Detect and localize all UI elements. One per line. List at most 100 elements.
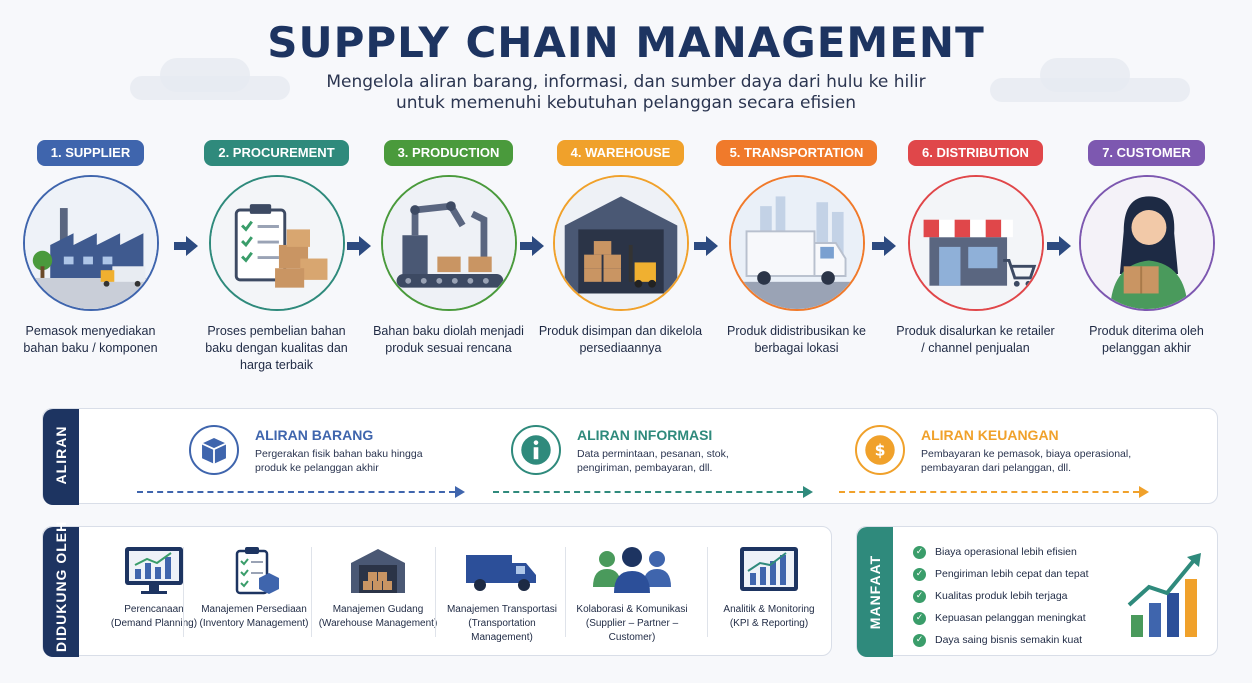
store-icon bbox=[909, 177, 1042, 309]
benefit-text: Biaya operasional lebih efisien bbox=[935, 546, 1077, 558]
step-production: 3. PRODUCTION Bahan baku diolah menjadi … bbox=[366, 140, 531, 357]
flow-description: Pembayaran ke pemasok, biaya operasional… bbox=[921, 448, 1132, 474]
step-label: 3. PRODUCTION bbox=[383, 140, 514, 166]
dollar-coin-icon: $ bbox=[855, 425, 905, 475]
step-circle bbox=[728, 175, 865, 311]
check-icon: ✓ bbox=[913, 633, 926, 647]
truck-icon bbox=[730, 177, 863, 309]
arrow-right-icon bbox=[347, 236, 371, 256]
people-icon bbox=[593, 547, 671, 593]
support-item-subtitle: (Inventory Management) bbox=[199, 618, 309, 629]
support-item-subtitle: (KPI & Reporting) bbox=[729, 618, 809, 629]
cloud-decoration bbox=[990, 78, 1190, 102]
analytics-icon bbox=[740, 547, 798, 591]
step-label: 2. PROCUREMENT bbox=[204, 140, 349, 166]
monitor-chart-icon bbox=[125, 547, 183, 594]
flow-arrow-head bbox=[455, 486, 465, 498]
flow-description: Pergerakan fisik bahan baku hingga produ… bbox=[255, 448, 423, 474]
warehouse-icon bbox=[351, 549, 405, 593]
step-warehouse: 4. WAREHOUSE Produk disimpan dan dikelol… bbox=[538, 140, 703, 357]
benefit-item: ✓ Pengiriman lebih cepat dan tepat bbox=[913, 563, 1089, 585]
page-title: SUPPLY CHAIN MANAGEMENT bbox=[267, 18, 985, 67]
step-label: 6. DISTRIBUTION bbox=[908, 140, 1043, 166]
support-item-warehouse: Manajemen Gudang (Warehouse Management) bbox=[313, 545, 443, 631]
box-icon bbox=[189, 425, 239, 475]
step-circle bbox=[380, 175, 517, 311]
support-item-inventory: Manajemen Persediaan (Inventory Manageme… bbox=[189, 545, 319, 631]
step-circle bbox=[552, 175, 689, 311]
support-item-transportation: Manajemen Transportasi (Transportation M… bbox=[437, 545, 567, 645]
arrow-right-icon bbox=[1047, 236, 1071, 256]
check-icon: ✓ bbox=[913, 611, 926, 625]
step-description: Produk didistribusikan ke berbagai lokas… bbox=[727, 324, 866, 355]
checklist-icon bbox=[235, 547, 279, 595]
support-item-title: Kolaborasi & Komunikasi bbox=[576, 604, 688, 615]
support-panel: DIDUKUNG OLEH Perencanaan (Demand Planni… bbox=[42, 520, 832, 657]
info-icon bbox=[511, 425, 561, 475]
step-distribution: 6. DISTRIBUTION Produk disalurkan ke ret… bbox=[893, 140, 1058, 357]
flow-arrow-head bbox=[1139, 486, 1149, 498]
flow-title: ALIRAN KEUANGAN bbox=[921, 427, 1059, 443]
arrow-right-icon bbox=[174, 236, 198, 256]
support-item-title: Manajemen Transportasi bbox=[446, 604, 558, 615]
aliran-tab: ALIRAN bbox=[43, 409, 79, 505]
step-circle bbox=[1078, 175, 1215, 311]
check-icon: ✓ bbox=[913, 589, 926, 603]
arrow-right-icon bbox=[520, 236, 544, 256]
step-circle bbox=[907, 175, 1044, 311]
support-item-subtitle: (Supplier – Partner – Customer) bbox=[585, 618, 679, 643]
benefit-tab-label: MANFAAT bbox=[867, 554, 883, 630]
benefit-list: ✓ Biaya operasional lebih efisien ✓ Pengir… bbox=[913, 541, 1089, 651]
divider bbox=[183, 547, 184, 637]
aliran-panel: ALIRAN ALIRAN BARANG Pergerakan fisik ba… bbox=[42, 408, 1218, 505]
support-item-subtitle: (Warehouse Management) bbox=[318, 618, 438, 629]
step-label: 1. SUPPLIER bbox=[36, 140, 145, 166]
step-transportation: 5. TRANSPORTATION Produk didistribusikan… bbox=[714, 140, 879, 357]
support-tab-label: DIDUKUNG OLEH bbox=[53, 520, 69, 652]
step-description: Pemasok menyediakan bahan baku / kompone… bbox=[23, 324, 158, 355]
support-item-collaboration: Kolaborasi & Komunikasi (Supplier – Part… bbox=[567, 545, 697, 645]
divider bbox=[311, 547, 312, 637]
truck-icon bbox=[466, 555, 536, 591]
flow-arrow-line bbox=[493, 491, 803, 493]
check-icon: ✓ bbox=[913, 567, 926, 581]
benefit-panel: MANFAAT ✓ Biaya operasional lebih efisien… bbox=[856, 526, 1218, 657]
arrow-right-icon bbox=[694, 236, 718, 256]
benefit-tab: MANFAAT bbox=[857, 527, 893, 657]
flow-arrow-line bbox=[839, 491, 1139, 493]
support-item-subtitle: (Demand Planning) bbox=[110, 618, 198, 629]
step-label: 4. WAREHOUSE bbox=[556, 140, 685, 166]
clipboard-boxes-icon bbox=[210, 177, 343, 309]
svg-text:$: $ bbox=[875, 441, 886, 460]
support-item-planning: Perencanaan (Demand Planning) bbox=[89, 545, 219, 631]
support-item-title: Manajemen Gudang bbox=[332, 604, 424, 615]
step-description: Produk disalurkan ke retailer / channel … bbox=[896, 324, 1055, 355]
support-item-title: Analitik & Monitoring bbox=[723, 604, 815, 615]
benefit-text: Kualitas produk lebih terjaga bbox=[935, 590, 1068, 602]
divider bbox=[707, 547, 708, 637]
robot-arm-icon bbox=[382, 177, 515, 309]
flow-title: ALIRAN INFORMASI bbox=[577, 427, 713, 443]
step-customer: 7. CUSTOMER Produk diterima oleh pelangg… bbox=[1064, 140, 1229, 357]
cloud-decoration bbox=[130, 76, 290, 100]
factory-icon bbox=[24, 177, 157, 309]
page-subtitle: Mengelola aliran barang, informasi, dan … bbox=[326, 72, 926, 92]
flow-description: Data permintaan, pesanan, stok, pengirim… bbox=[577, 448, 729, 474]
benefit-item: ✓ Kualitas produk lebih terjaga bbox=[913, 585, 1089, 607]
step-description: Produk disimpan dan dikelola persediaann… bbox=[538, 324, 703, 355]
support-item-analytics: Analitik & Monitoring (KPI & Reporting) bbox=[711, 545, 827, 631]
support-item-title: Manajemen Persediaan bbox=[201, 604, 307, 615]
step-circle bbox=[208, 175, 345, 311]
benefit-item: ✓Daya saing bisnis semakin kuat bbox=[913, 629, 1089, 651]
warehouse-icon bbox=[554, 177, 687, 309]
flow-arrow-head bbox=[803, 486, 813, 498]
divider bbox=[565, 547, 566, 637]
support-item-title: Perencanaan bbox=[124, 604, 184, 615]
step-supplier: 1. SUPPLIER Pemasok menyediakan bahan ba… bbox=[8, 140, 173, 357]
benefit-text: Pengiriman lebih cepat dan tepat bbox=[935, 568, 1089, 580]
step-label: 7. CUSTOMER bbox=[1088, 140, 1205, 166]
support-item-subtitle: (Transportation Management) bbox=[468, 618, 536, 643]
arrow-right-icon bbox=[872, 236, 896, 256]
step-label: 5. TRANSPORTATION bbox=[715, 140, 878, 166]
step-procurement: 2. PROCUREMENT Proses pembelian bahan ba… bbox=[194, 140, 359, 374]
